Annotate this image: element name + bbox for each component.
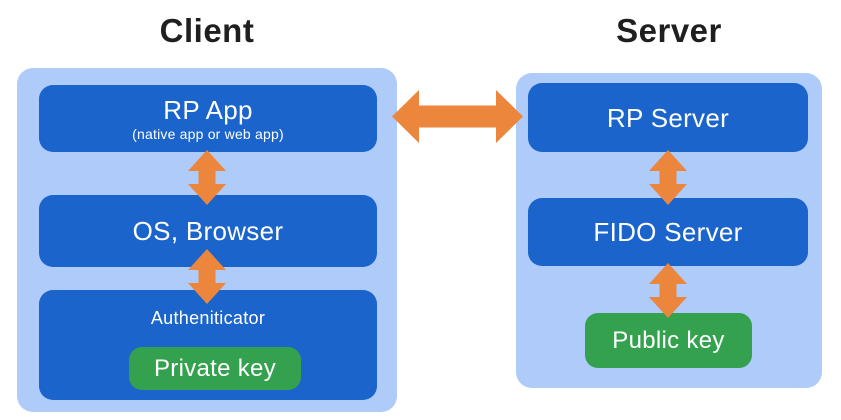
authenticator-label: Autheniticator <box>150 308 266 328</box>
fido-server-box: FIDO Server <box>528 198 808 266</box>
rp-app-sublabel: (native app or web app) <box>132 125 284 142</box>
rp-server-box: RP Server <box>528 83 808 152</box>
rp-app-label: RP App <box>163 94 253 125</box>
fido-server-label: FIDO Server <box>593 217 743 247</box>
private-key-box: Private key <box>129 347 301 390</box>
server-title: Server <box>616 12 722 49</box>
rp-app-box: RP App (native app or web app) <box>39 85 377 152</box>
rpserver-fidoserver-updown-arrow-icon <box>649 150 687 205</box>
fidoserver-publickey-updown-arrow-icon <box>649 263 687 318</box>
client-title: Client <box>159 12 255 49</box>
os-browser-label: OS, Browser <box>132 216 284 246</box>
public-key-label: Public key <box>612 326 725 354</box>
public-key-box: Public key <box>585 313 752 368</box>
rp-server-label: RP Server <box>606 102 730 133</box>
rpapp-osbrowser-updown-arrow-icon <box>188 150 226 205</box>
client-server-leftright-arrow-icon <box>392 90 523 143</box>
osbrowser-authenticator-updown-arrow-icon <box>188 249 226 304</box>
private-key-label: Private key <box>153 354 276 382</box>
